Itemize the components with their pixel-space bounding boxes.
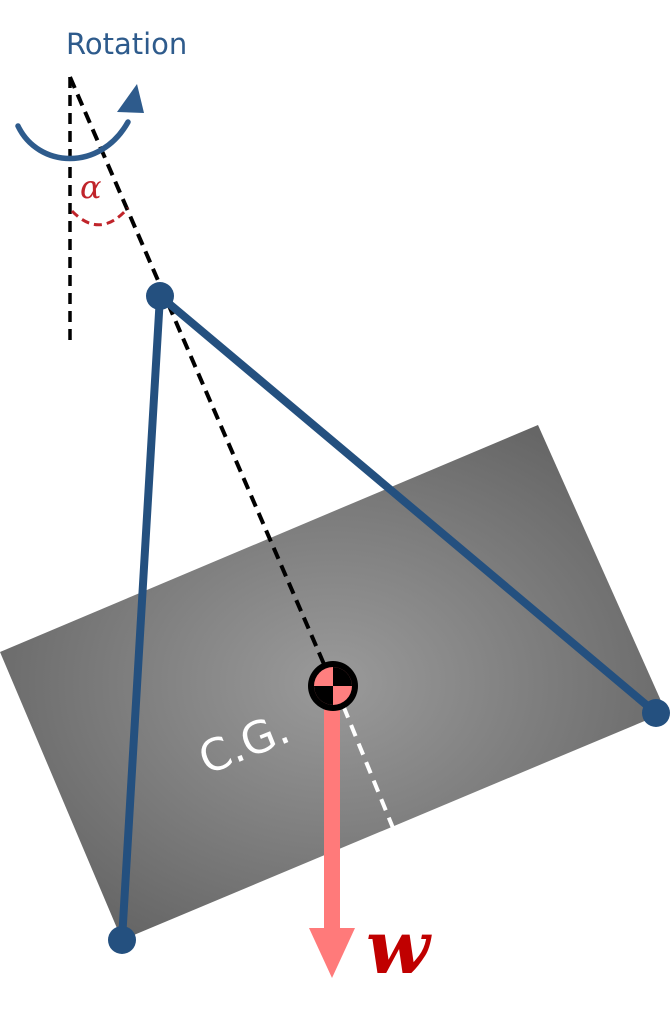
attachment-point-left bbox=[108, 926, 136, 954]
rotation-arrow-icon bbox=[15, 84, 144, 162]
weight-arrow-icon bbox=[309, 700, 355, 978]
suspension-axis-line bbox=[68, 76, 335, 686]
weight-label: w bbox=[366, 905, 432, 991]
attachment-point-right bbox=[642, 699, 670, 727]
cable-right bbox=[156, 292, 660, 717]
hook-point bbox=[146, 282, 174, 310]
angle-label: α bbox=[80, 168, 102, 206]
cable-left bbox=[118, 292, 164, 944]
center-of-gravity-icon bbox=[308, 661, 358, 711]
body-perpendicular-line bbox=[334, 687, 397, 834]
angle-arc bbox=[70, 207, 130, 227]
rotation-label: Rotation bbox=[66, 27, 187, 61]
